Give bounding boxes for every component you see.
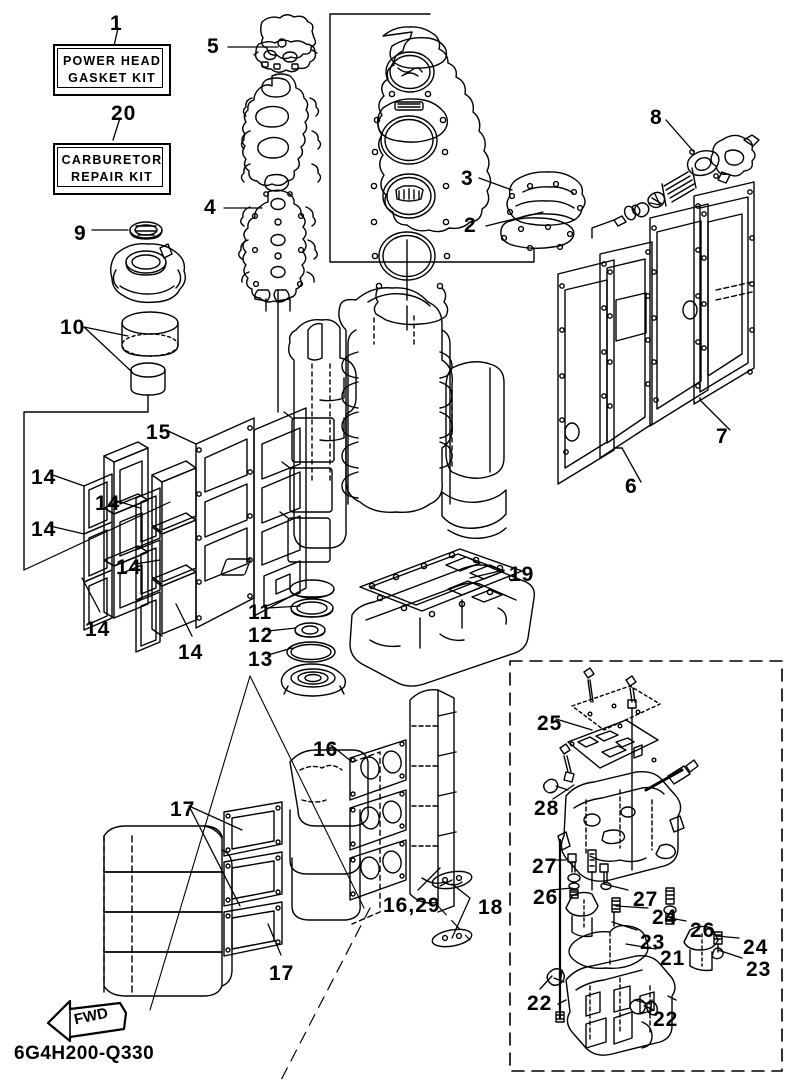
callout-18: 18 <box>478 896 504 919</box>
power-head-gasket-kit-box: POWER HEAD GASKET KIT <box>53 44 171 96</box>
part-6-exhaust-gasket <box>557 259 623 485</box>
part-15-intake-manifold <box>195 417 255 629</box>
callout-9: 9 <box>74 222 87 245</box>
callout-23: 23 <box>640 931 666 954</box>
part-11-12-13-seal-stack <box>280 579 347 697</box>
fwd-arrow-icon <box>46 999 128 1043</box>
crankcase-assembly <box>279 287 507 563</box>
callout-14: 14 <box>31 518 57 541</box>
callout-6: 6 <box>625 475 638 498</box>
carburetor-float-chamber <box>557 954 677 1056</box>
callout-22: 22 <box>653 1008 679 1031</box>
carburetor-drain-screws-22 <box>546 968 658 1016</box>
carburetor-main-body <box>557 770 685 882</box>
carburetor-lever-right <box>683 925 724 972</box>
part-21-float-bowl-gasket <box>568 924 649 970</box>
callout-26: 26 <box>690 919 716 942</box>
callout-14: 14 <box>85 618 111 641</box>
callout-13: 13 <box>248 648 274 671</box>
part-18-plates <box>431 870 473 948</box>
callout-17: 17 <box>269 962 295 985</box>
carburetor-screws-top <box>583 667 637 871</box>
lower-intake-manifold <box>289 749 381 925</box>
callout-23: 23 <box>746 958 772 981</box>
part-5-thermostat-cover <box>253 14 318 73</box>
part-14-reed-gaskets-left <box>83 473 113 631</box>
carburetor-repair-kit-box: CARBURETOR REPAIR KIT <box>53 143 171 195</box>
callout-14: 14 <box>116 556 142 579</box>
callout-28: 28 <box>534 797 560 820</box>
part-17-gaskets <box>223 801 283 957</box>
callout-26: 26 <box>533 886 559 909</box>
callout-14: 14 <box>31 466 57 489</box>
carburetor-screw-left-28 <box>543 743 575 794</box>
part-19-oil-pan-gasket <box>220 548 523 618</box>
leader-lines <box>49 27 743 1005</box>
carburetor-choke-rod <box>644 759 699 792</box>
callout-21: 21 <box>660 947 686 970</box>
callout-10: 10 <box>60 316 86 339</box>
callout-14: 14 <box>178 641 204 664</box>
callout-19: 19 <box>509 563 535 586</box>
lower-crankcase-right <box>409 689 463 913</box>
callout-7: 7 <box>716 425 729 448</box>
part-4-cylinder-head-cover <box>238 73 322 413</box>
callout-24: 24 <box>652 906 678 929</box>
callout-24: 24 <box>743 936 769 959</box>
callout-12: 12 <box>248 624 274 647</box>
carburetor-hardware-left <box>567 849 612 899</box>
callout-8: 8 <box>650 106 663 129</box>
callout-5: 5 <box>207 35 220 58</box>
callout-17: 17 <box>170 798 196 821</box>
diagram-part-number: 6G4H200-Q330 <box>14 1043 155 1064</box>
callout-22: 22 <box>527 992 553 1015</box>
callout-16: 16 <box>313 738 339 761</box>
callout-14: 14 <box>95 492 121 515</box>
part-25-carburetor-body-plate <box>567 719 659 769</box>
exhaust-middle-plate <box>599 241 653 459</box>
callout-20: 20 <box>111 102 137 125</box>
callout-1: 1 <box>110 12 123 35</box>
callout-27: 27 <box>633 888 659 911</box>
callout-16-29: 16,29 <box>383 894 441 917</box>
callout-2: 2 <box>464 214 477 237</box>
kit-line-1: POWER HEAD <box>62 54 162 68</box>
part-25-carburetor-top-gasket <box>571 685 661 731</box>
callout-11: 11 <box>248 601 273 624</box>
kit-line-2: REPAIR KIT <box>71 170 153 184</box>
part-10-seal-rings <box>23 311 179 571</box>
part-2-head-cover <box>329 13 586 263</box>
part-7-exhaust-outer-cover <box>693 181 755 405</box>
callout-3: 3 <box>461 167 474 190</box>
callout-25: 25 <box>537 712 563 735</box>
callout-27: 27 <box>532 855 558 878</box>
callout-4: 4 <box>204 196 217 219</box>
part-16-intake-gaskets <box>349 739 407 901</box>
kit-line-2: GASKET KIT <box>68 71 156 85</box>
part-3-cylinder-block <box>370 26 492 331</box>
oil-pan <box>349 564 536 687</box>
part-9-oil-seal <box>129 221 163 240</box>
kit-line-1: CARBURETOR <box>61 153 163 167</box>
water-pump-housing <box>109 243 187 304</box>
callout-15: 15 <box>146 421 172 444</box>
reed-blocks-right <box>151 460 197 637</box>
carburetor-hardware-middle <box>611 887 677 927</box>
carburetor-lever-left <box>565 891 599 938</box>
part-8-pressure-control-valve <box>591 134 760 239</box>
